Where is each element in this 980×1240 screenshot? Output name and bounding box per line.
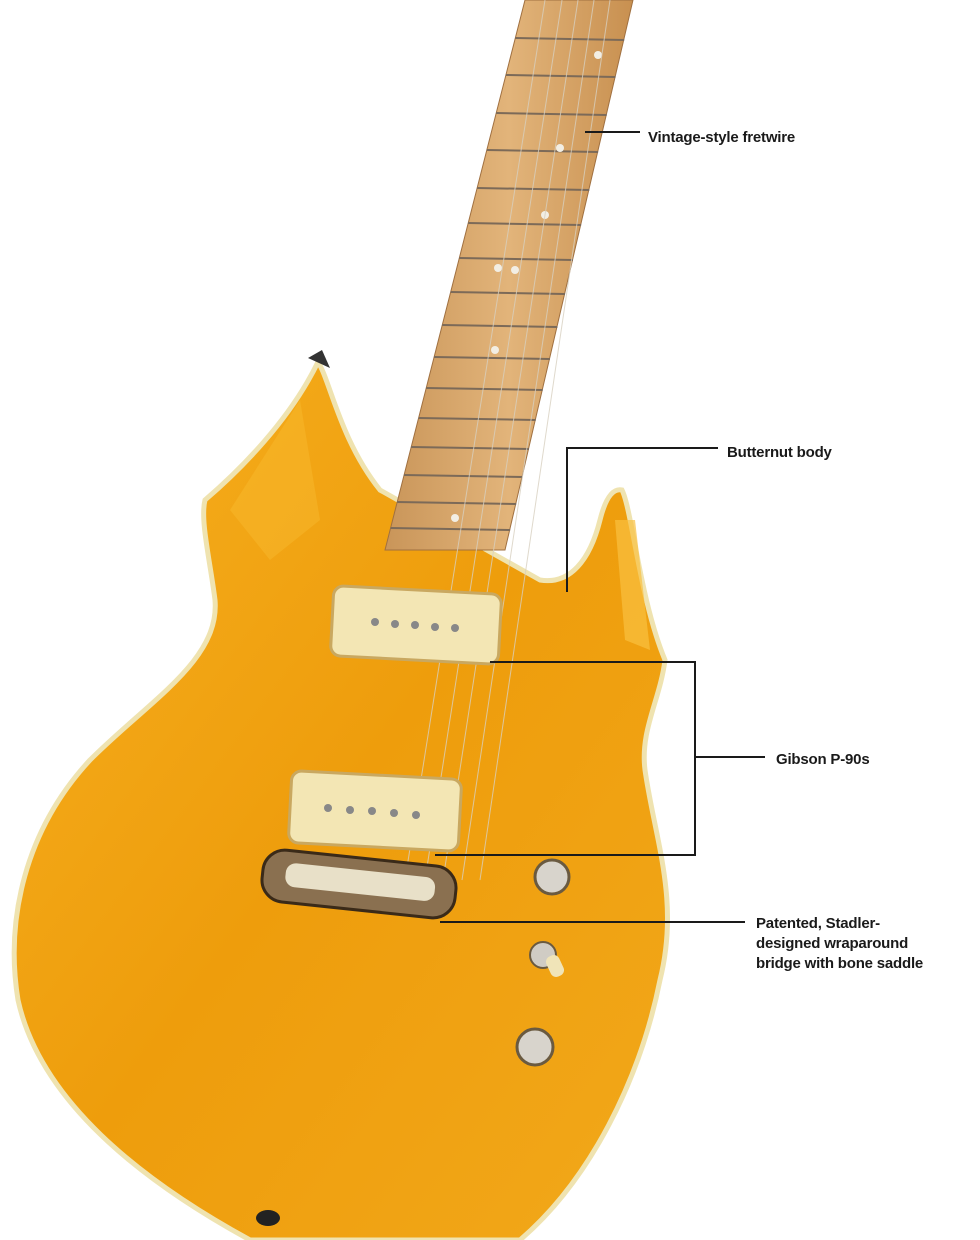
fret	[496, 112, 607, 116]
inlay-dot	[556, 144, 564, 152]
toggle-switch	[529, 941, 565, 977]
volume-knob	[533, 858, 571, 896]
strap-button	[308, 350, 330, 368]
inlay-dot	[594, 51, 602, 59]
fret	[505, 74, 616, 78]
fret	[486, 149, 599, 153]
fret	[418, 417, 536, 421]
fret	[459, 257, 573, 261]
strap-button	[256, 1210, 280, 1226]
fret	[397, 501, 517, 505]
fret	[404, 474, 523, 478]
callout-pickups: Gibson P-90s	[776, 751, 870, 768]
frets	[390, 37, 625, 531]
fret	[434, 356, 550, 360]
callout-lines	[435, 131, 765, 923]
tone-knob	[515, 1027, 555, 1067]
inlay-dot	[494, 264, 502, 272]
callout-bridge-line: bridge with bone saddle	[756, 955, 924, 972]
fret	[468, 222, 582, 226]
inlay-dot	[511, 266, 519, 274]
fret	[450, 291, 566, 295]
callout-bridge-line: designed wraparound	[756, 935, 909, 952]
inlay-dot	[491, 346, 499, 354]
neck-pickup	[329, 584, 503, 666]
fret	[390, 527, 511, 531]
fret	[515, 37, 625, 41]
fret	[426, 387, 543, 391]
callout-body: Butternut body	[727, 444, 832, 461]
callout-fretwire: Vintage-style fretwire	[648, 129, 796, 146]
bridge-pickup	[287, 769, 463, 853]
strings	[404, 0, 611, 881]
wraparound-bridge	[260, 848, 458, 920]
guitar-neck	[384, 0, 634, 551]
fret	[442, 324, 558, 328]
callout-bridge-line: Patented, Stadler-	[756, 915, 880, 932]
fret	[477, 187, 590, 191]
callout-bridge: Patented, Stadler- designed wraparound b…	[756, 914, 923, 974]
inlay-dot	[451, 514, 459, 522]
